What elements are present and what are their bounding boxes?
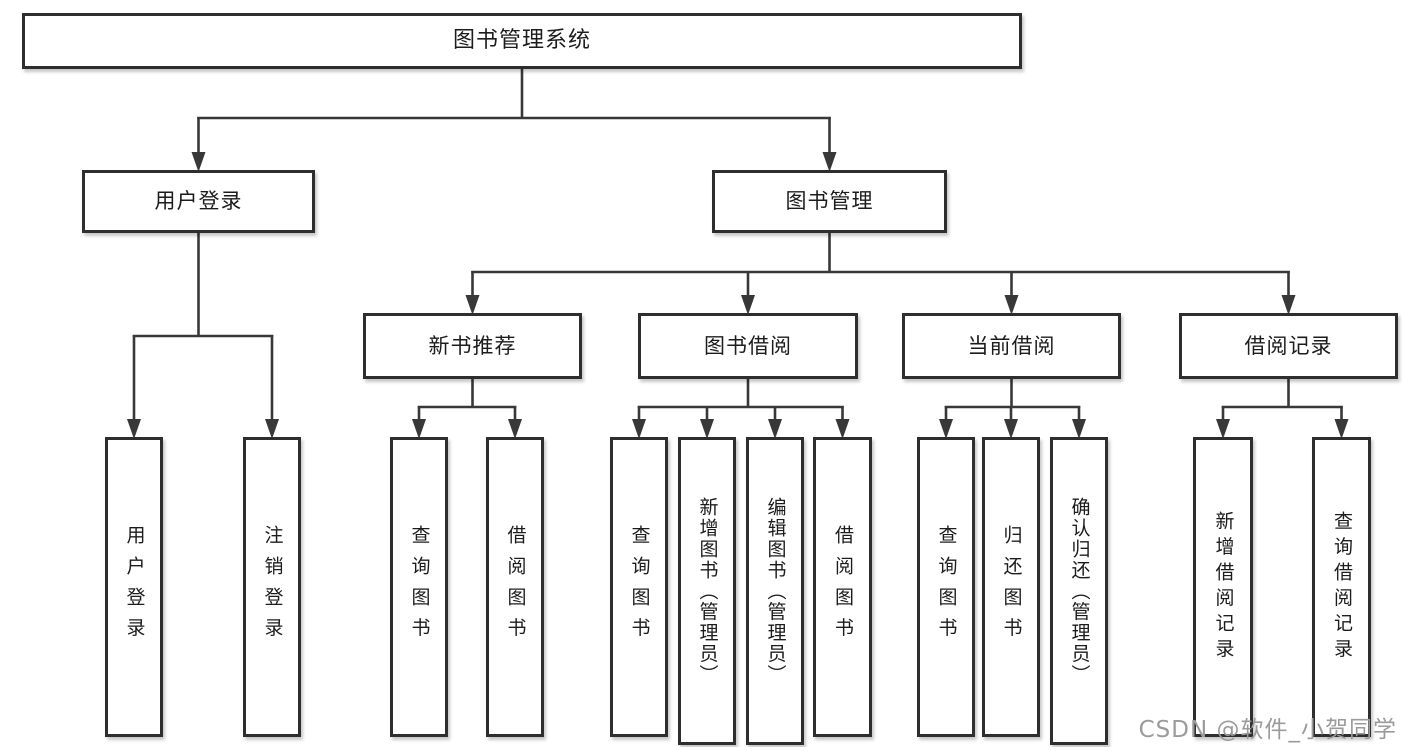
csdn-watermark: CSDN @软件_小贺同学 xyxy=(1138,717,1397,743)
arrowhead-icon xyxy=(1072,419,1086,439)
node-book-borrow: 图书借阅 xyxy=(638,313,858,379)
node-bb-edit: 编辑图书（管理员） xyxy=(746,437,804,745)
arrowhead-icon xyxy=(265,419,279,439)
arrowhead-icon xyxy=(1004,295,1019,315)
node-current-borrow: 当前借阅 xyxy=(902,313,1121,379)
node-bb-add: 新增图书（管理员） xyxy=(678,437,736,745)
node-leaf-logout: 注销登录 xyxy=(243,437,301,737)
node-nb-query: 查询图书 xyxy=(390,437,448,737)
node-root: 图书管理系统 xyxy=(22,13,1022,69)
node-borrow-records: 借阅记录 xyxy=(1179,313,1398,379)
node-bb-query: 查询图书 xyxy=(610,437,668,737)
node-cb-confirm: 确认归还（管理员） xyxy=(1050,437,1108,745)
arrowhead-icon xyxy=(741,295,755,315)
arrowhead-icon xyxy=(1281,295,1296,315)
arrowhead-icon xyxy=(822,152,837,172)
arrowhead-icon xyxy=(939,419,953,439)
node-cb-query: 查询图书 xyxy=(917,437,975,737)
arrowhead-icon xyxy=(412,419,426,439)
arrowhead-icon xyxy=(768,419,782,439)
arrowhead-icon xyxy=(1004,419,1018,439)
arrowhead-icon xyxy=(835,419,850,439)
arrowhead-icon xyxy=(632,419,646,439)
node-new-books: 新书推荐 xyxy=(363,313,582,379)
node-cb-return: 归还图书 xyxy=(982,437,1040,737)
node-leaf-user-login: 用户登录 xyxy=(105,437,163,737)
node-br-add: 新增借阅记录 xyxy=(1193,437,1253,737)
node-user-login: 用户登录 xyxy=(82,170,315,233)
node-nb-borrow: 借阅图书 xyxy=(486,437,544,737)
arrowhead-icon xyxy=(191,152,206,172)
arrowhead-icon xyxy=(465,295,480,315)
node-book-mgmt: 图书管理 xyxy=(712,170,947,233)
node-bb-borrow: 借阅图书 xyxy=(813,437,872,737)
node-br-query: 查询借阅记录 xyxy=(1312,437,1371,737)
arrowhead-icon xyxy=(1334,419,1349,439)
arrowhead-icon xyxy=(700,419,714,439)
arrowhead-icon xyxy=(1216,419,1230,439)
arrowhead-icon xyxy=(127,419,141,439)
arrowhead-icon xyxy=(508,419,522,439)
